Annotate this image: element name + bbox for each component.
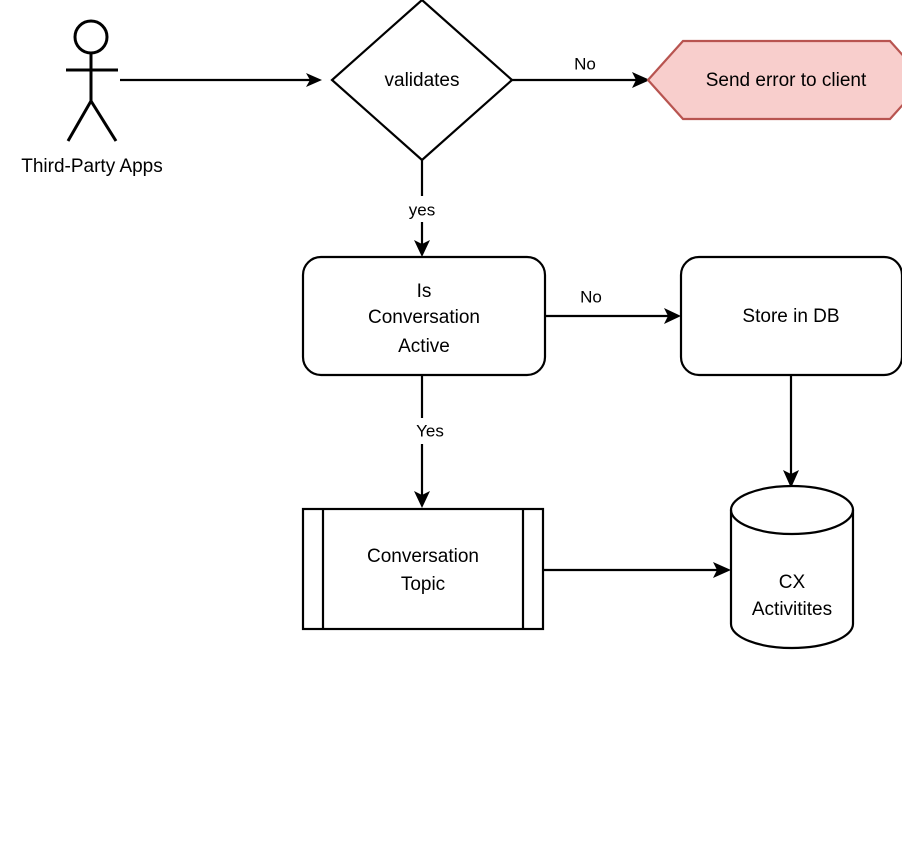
edge-is-active-to-conversation-topic: Yes — [414, 375, 444, 508]
node-is-conversation-active[interactable]: Is Conversation Active — [301, 255, 547, 377]
conversation-topic-label-line1: Conversation — [367, 546, 479, 567]
node-validates-decision[interactable]: validates — [330, 0, 514, 162]
send-error-label: Send error to client — [706, 70, 867, 91]
node-send-error-to-client[interactable]: Send error to client — [646, 39, 902, 121]
edge-actor-to-validates — [120, 73, 322, 87]
conversation-topic-shape — [301, 507, 545, 631]
is-conversation-active-label-line1: Is — [417, 281, 432, 302]
cx-activities-label-line1: CX — [779, 572, 806, 593]
edge-store-to-cx-arrowhead — [783, 470, 799, 488]
edge-label-yes-validates: yes — [409, 200, 435, 219]
cx-activities-cylinder-top-ellipse — [729, 509, 855, 536]
node-store-in-db[interactable]: Store in DB — [679, 255, 902, 377]
edge-label-no-validates: No — [574, 54, 596, 73]
edge-conversation-topic-to-cx-activities — [543, 562, 731, 578]
actor-leg-left-line — [66, 100, 93, 142]
is-conversation-active-label-line2: Conversation — [368, 307, 480, 328]
cx-activities-label-line2: Activitites — [752, 599, 832, 620]
actor-label: Third-Party Apps — [21, 156, 163, 177]
edge-validates-to-send-error-arrowhead — [632, 72, 650, 88]
node-conversation-topic[interactable]: Conversation Topic — [301, 507, 545, 631]
edge-label-no-is-active: No — [580, 287, 602, 306]
actor-leg-right-line — [89, 100, 118, 142]
edge-validates-to-is-active: yes — [409, 160, 435, 257]
store-in-db-label: Store in DB — [742, 306, 839, 327]
edge-actor-to-validates-arrowhead — [306, 73, 322, 87]
is-conversation-active-label-line3: Active — [398, 336, 450, 357]
send-error-hexagon-shape — [646, 39, 902, 121]
node-cx-activities-database[interactable]: CX Activitites — [729, 484, 855, 650]
cx-activities-cylinder-body — [729, 484, 855, 650]
edge-topic-to-cx-arrowhead — [713, 562, 731, 578]
edge-is-active-to-store-arrowhead — [664, 308, 681, 324]
edge-is-active-to-topic-arrowhead — [414, 491, 430, 508]
node-actor-third-party-apps[interactable]: Third-Party Apps — [21, 19, 163, 177]
edge-validates-to-is-active-arrowhead — [414, 240, 430, 257]
validates-label: validates — [385, 70, 460, 91]
actor-head-icon — [73, 19, 109, 55]
edge-label-yes-is-active: Yes — [416, 421, 444, 440]
edge-is-active-to-store-in-db: No — [545, 287, 681, 324]
conversation-topic-label-line2: Topic — [401, 574, 445, 595]
edge-validates-to-send-error: No — [512, 54, 650, 88]
edge-store-in-db-to-cx-activities — [783, 375, 799, 488]
